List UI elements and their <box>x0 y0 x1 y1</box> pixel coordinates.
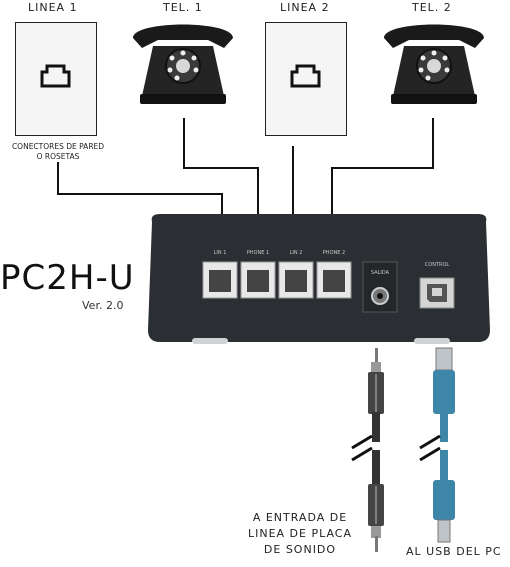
port-label-lin-1: LIN 1 <box>214 250 227 256</box>
device-name: PC2H-U <box>0 258 135 298</box>
audio-cable <box>351 348 384 552</box>
audio-cable-caption: A ENTRADA DE LINEA DE PLACA DE SONIDO <box>244 510 356 558</box>
rj11-port <box>316 261 352 299</box>
port-label-phone-1: PHONE 1 <box>247 250 269 256</box>
pc2h-u-device: LIN 1 PHONE 1 LIN 2 PHONE 2 SALIDA CONTR… <box>148 214 490 344</box>
usb-cable <box>419 347 455 543</box>
port-label-phone-2: PHONE 2 <box>323 250 345 256</box>
usb-cable-caption: AL USB DEL PC <box>406 545 502 558</box>
label-tel-2: TEL. 2 <box>412 1 452 14</box>
rj11-port <box>240 261 276 299</box>
port-label-lin-2: LIN 2 <box>290 250 303 256</box>
label-linea-2: LINEA 2 <box>280 1 330 14</box>
audio-caption-line-3: DE SONIDO <box>263 543 337 556</box>
rj11-socket-icon <box>40 64 71 88</box>
wall-connectors-caption-line-2: O ROSETAS <box>36 152 80 161</box>
rj11-port <box>278 261 314 299</box>
telephone-1-icon <box>133 24 233 104</box>
wall-connectors-caption: CONECTORES DE PARED O ROSETAS <box>2 142 114 162</box>
wall-jack-line-2 <box>265 22 347 136</box>
rj11-port <box>202 261 238 299</box>
audio-caption-line-1: A ENTRADA DE <box>252 511 348 524</box>
rj11-socket-icon <box>290 64 321 88</box>
label-tel-1: TEL. 1 <box>163 1 203 14</box>
wall-connectors-caption-line-1: CONECTORES DE PARED <box>11 142 105 151</box>
wall-jack-line-1 <box>15 22 97 136</box>
label-linea-1: LINEA 1 <box>28 1 78 14</box>
telephone-2-icon <box>384 24 484 104</box>
device-version: Ver. 2.0 <box>82 299 124 312</box>
output-label: SALIDA <box>371 270 390 276</box>
audio-caption-line-2: LINEA DE PLACA <box>247 527 353 540</box>
control-label: CONTROL <box>425 262 450 268</box>
